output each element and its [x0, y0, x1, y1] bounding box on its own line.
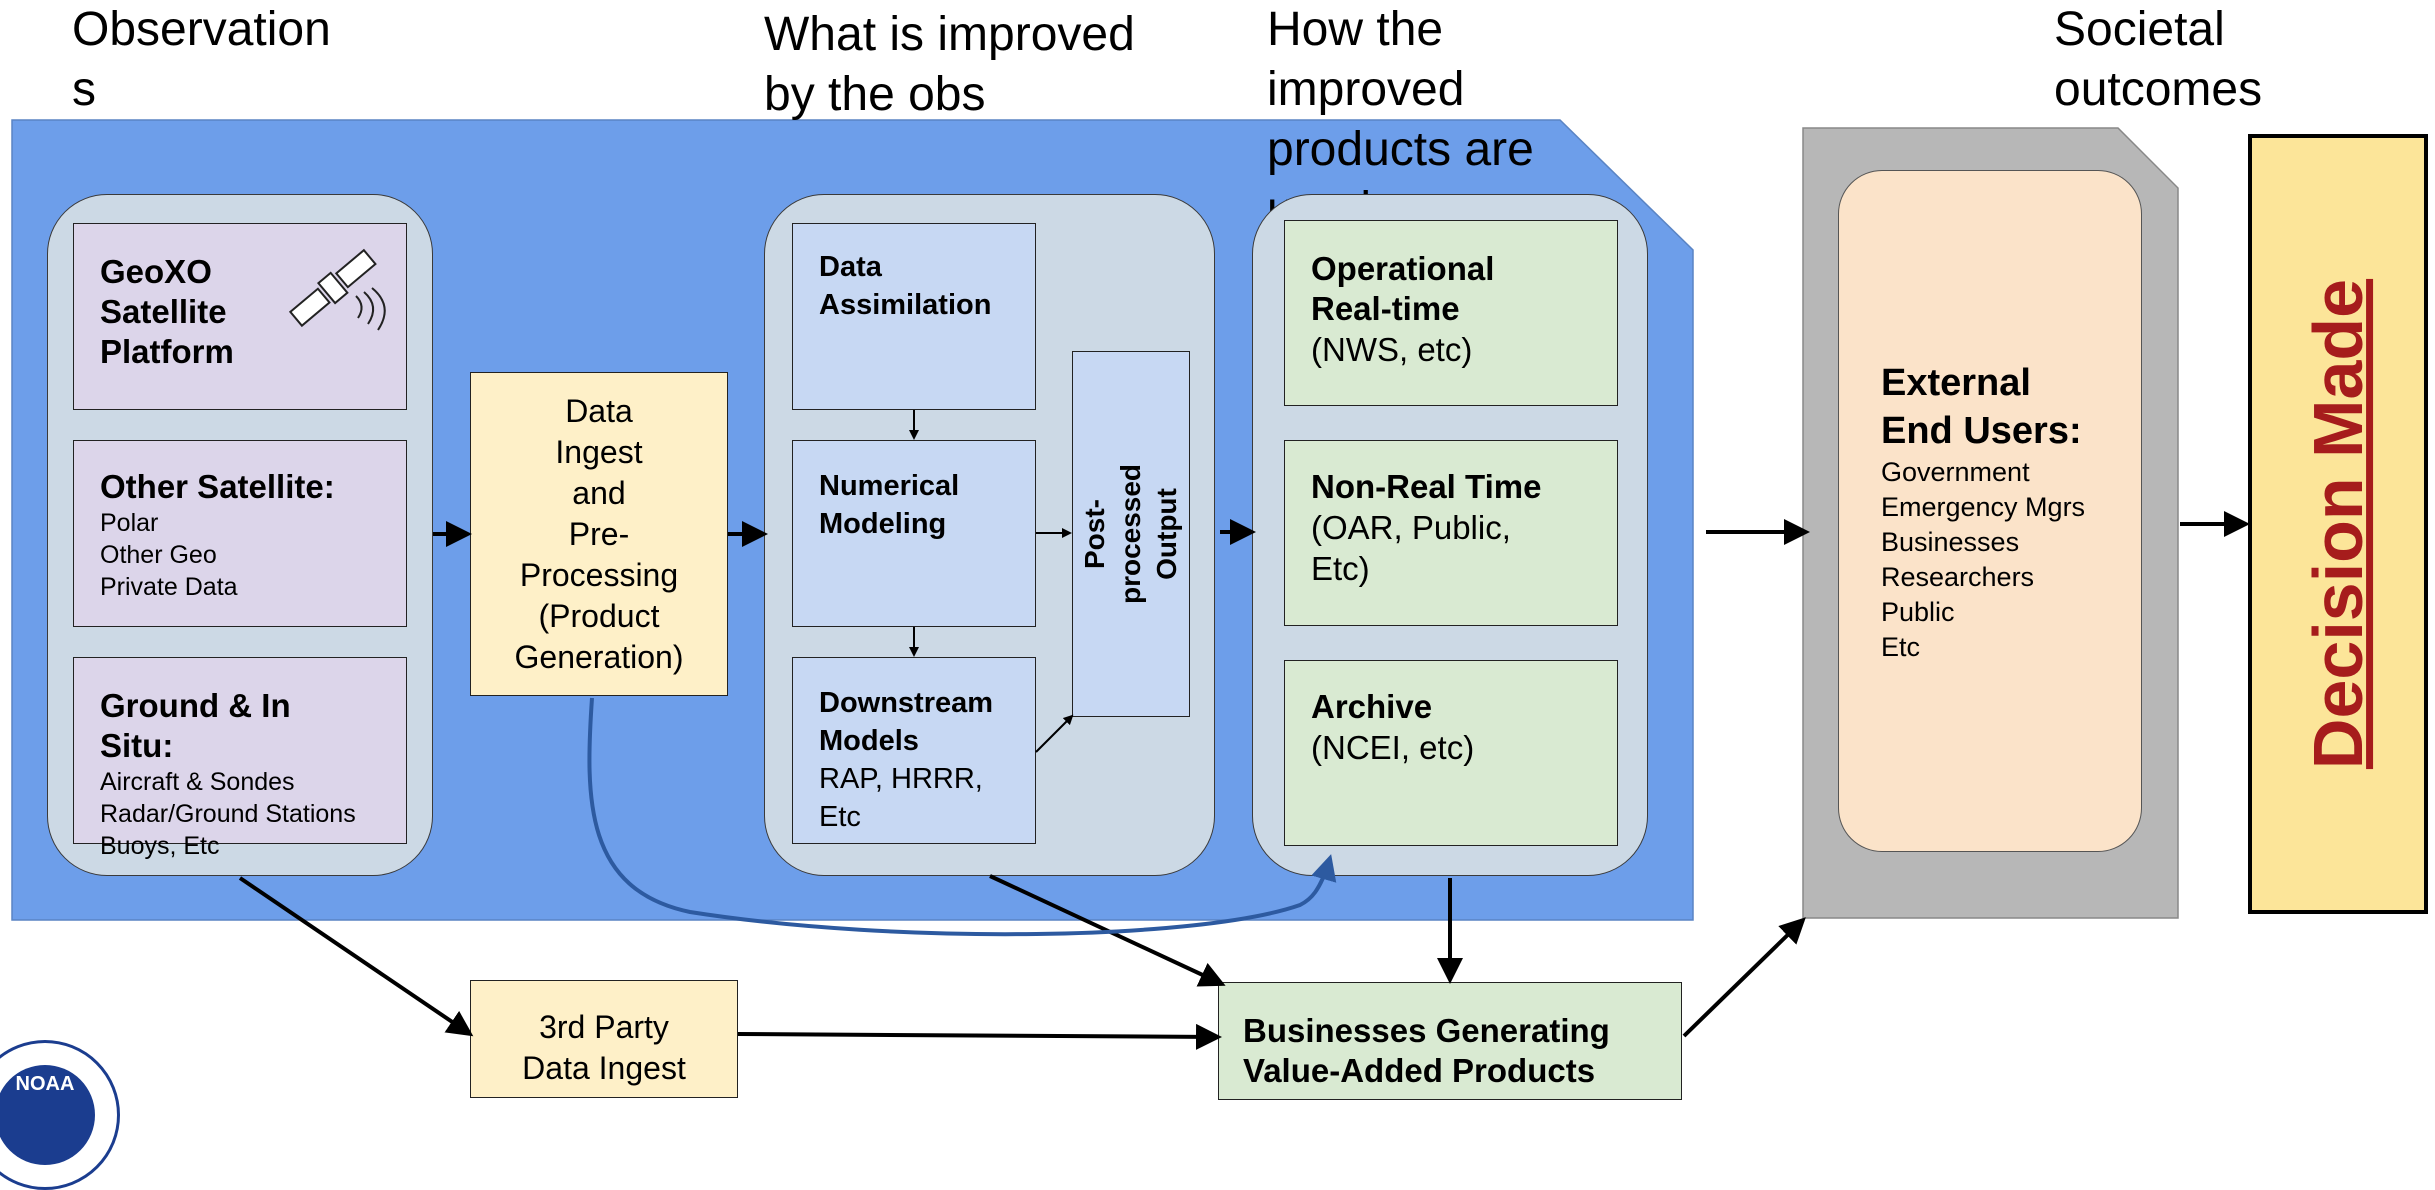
geoxo-box: GeoXO Satellite Platform [73, 223, 407, 410]
numerical-modeling-title: Numerical Modeling [819, 470, 960, 540]
downstream-models-title: Downstream Models [819, 687, 994, 757]
businesses-label: Businesses Generating Value-Added Produc… [1243, 1012, 1610, 1089]
satellite-icon [288, 248, 386, 331]
header-observations: Observation s [72, 3, 331, 116]
header-societal: Societal outcomes [2054, 3, 2263, 116]
operational-box: Operational Real-time (NWS, etc) [1284, 220, 1618, 406]
other-satellite-box: Other Satellite: Polar Other Geo Private… [73, 440, 407, 627]
non-real-time-box: Non-Real Time (OAR, Public, Etc) [1284, 440, 1618, 626]
downstream-models-items: RAP, HRRR, Etc [819, 763, 983, 833]
curve-ingest-to-archive [587, 697, 1337, 937]
ground-title: Ground & In Situ: [100, 687, 291, 764]
other-satellite-items: Polar Other Geo Private Data [100, 509, 238, 601]
operational-title: Operational Real-time [1311, 250, 1495, 327]
arrow-third-party-to-businesses [737, 1023, 1222, 1050]
ground-box: Ground & In Situ: Aircraft & Sondes Rada… [73, 657, 407, 860]
businesses-box: Businesses Generating Value-Added Produc… [1218, 982, 1682, 1100]
post-processed-box: Post-processed Output [1072, 351, 1190, 717]
numerical-modeling-box: Numerical Modeling [792, 440, 1036, 627]
connectors [238, 410, 2250, 1050]
non-real-time-items: (OAR, Public, Etc) [1311, 509, 1511, 587]
downstream-models-box: Downstream Models RAP, HRRR, Etc [792, 657, 1036, 844]
geoxo-title: GeoXO Satellite Platform [100, 253, 234, 370]
other-satellite-title: Other Satellite: [100, 468, 335, 505]
archive-items: (NCEI, etc) [1311, 729, 1475, 766]
arrow-downstream-to-post [1035, 714, 1074, 753]
third-party-ingest-box: 3rd Party Data Ingest [470, 980, 738, 1098]
archive-box: Archive (NCEI, etc) [1284, 660, 1618, 846]
arrow-businesses-to-external [1682, 917, 1806, 1038]
external-users-title: External End Users: [1881, 362, 2082, 452]
operational-items: (NWS, etc) [1311, 331, 1473, 368]
external-users-items: Government Emergency Mgrs Businesses Res… [1881, 457, 2086, 662]
data-assimilation-box: Data Assimilation [792, 223, 1036, 410]
arrow-obs-to-third-party [238, 876, 474, 1037]
archive-title: Archive [1311, 688, 1433, 725]
data-ingest-box: Data Ingest and Pre- Processing (Product… [470, 372, 728, 696]
decision-made-box: Decision Made [2248, 134, 2428, 914]
header-improved: What is improved by the obs [764, 8, 1135, 121]
data-assimilation-title: Data Assimilation [819, 251, 992, 321]
non-real-time-title: Non-Real Time [1311, 468, 1542, 505]
ground-items: Aircraft & Sondes Radar/Ground Stations … [100, 768, 356, 860]
external-users-box: External End Users: Government Emergency… [1838, 170, 2142, 852]
